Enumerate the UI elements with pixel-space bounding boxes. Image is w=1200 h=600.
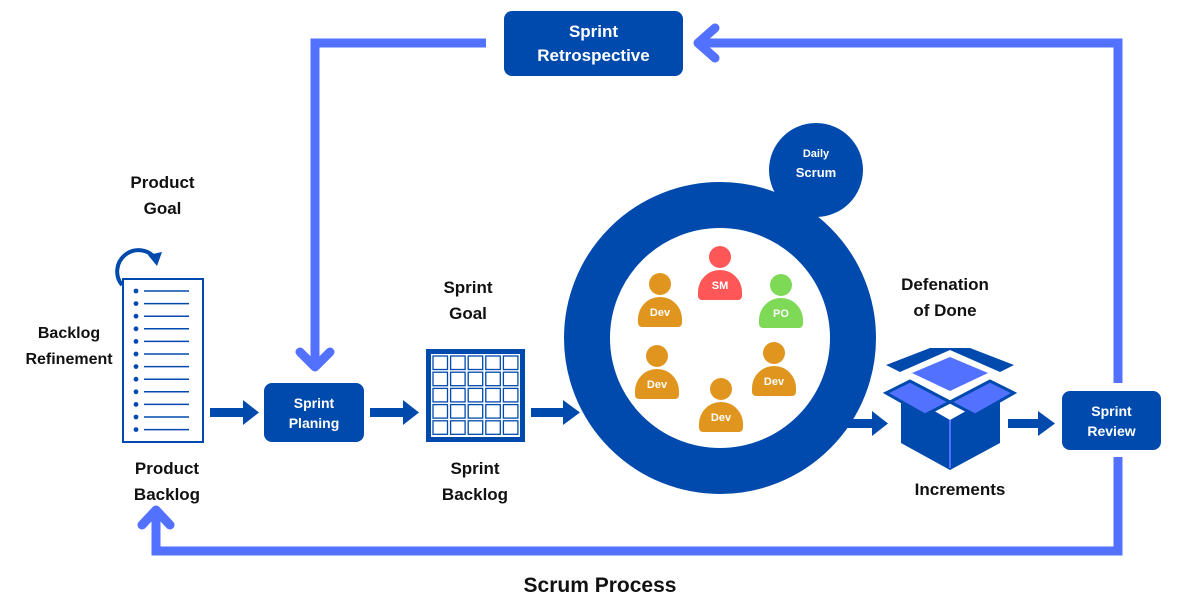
sprint-planning-box[interactable]: Sprint Planing [264,383,364,442]
bullet-mark [133,326,139,332]
bullet-mark [133,376,139,382]
circular-arrow-icon [115,248,162,287]
grid-cell [467,420,484,435]
grid-cell [432,403,449,419]
grid-cell [485,387,501,403]
bullet-mark [133,427,139,432]
grid-cell [485,403,501,419]
product-backlog-label: Product Backlog [133,459,201,504]
bullet-mark [133,288,139,294]
grid-cell [449,403,466,419]
review-to-retro-line [700,38,1123,383]
grid-cell [502,387,519,403]
diagram-title: Scrum Process [523,574,677,597]
arrow-increment-to-review [1008,411,1055,436]
grid-cell [432,420,449,435]
team-member-product-owner: PO [759,274,803,330]
person-icon [763,342,785,364]
grid-cell [502,371,519,387]
grid-cell [485,371,501,387]
daily-scrum-ring [564,182,876,494]
grid-cell [502,420,519,435]
team-member-developer: Dev [638,273,682,329]
sprint-backlog-label: Sprint Backlog [441,459,509,504]
increments-label: Increments [914,480,1006,499]
arrowhead-left [693,23,720,63]
grid-cell [467,355,484,371]
grid-cell [449,387,466,403]
sprint-retrospective-box[interactable]: Sprint Retrospective [504,11,683,76]
team-member-developer: Dev [635,345,679,401]
grid-cell [449,355,466,371]
definition-of-done-label: Defenation of Done [901,275,989,320]
bullet-mark [133,313,139,319]
person-icon [649,273,671,295]
arrow-daily-to-increment [842,411,888,436]
backlog-refinement-label: Backlog Refinement [25,325,113,368]
arrow-planning-to-sprint-backlog [370,400,419,425]
grid-cell [449,371,466,387]
review-to-backlog-line [151,457,1123,556]
daily-scrum-label: Daily Scrum [795,148,837,180]
grid-cell [432,355,449,371]
grid-cell [467,387,484,403]
team-member-developer: Dev [699,378,743,434]
arrowhead-down [295,347,335,372]
team-member-developer: Dev [752,342,796,398]
retro-to-planning-line [310,38,486,368]
grid-cell [432,387,449,403]
open-box-icon [882,348,1018,470]
grid-cell [467,403,484,419]
arrowhead-up [137,505,175,530]
product-goal-label: Product Goal [130,173,195,218]
grid-board-icon [426,349,525,442]
grid-cell [449,420,466,435]
person-icon [709,246,731,268]
bullet-mark [133,402,139,407]
bullet-mark [133,414,139,420]
bullet-mark [133,351,139,357]
bullet-mark [133,339,139,344]
bullet-mark [133,364,139,369]
sprint-review-box[interactable]: Sprint Review [1062,391,1161,450]
person-icon [710,378,732,400]
arrow-sprint-backlog-to-daily [531,400,580,425]
person-icon [770,274,792,296]
sprint-goal-label: Sprint Goal [443,278,493,323]
grid-cell [502,403,519,419]
document-list-icon [122,278,204,443]
daily-scrum-bubble [769,123,863,217]
arrow-backlog-to-planning [210,400,259,425]
bullet-mark [133,301,139,306]
bullet-mark [133,389,139,395]
grid-cell [467,371,484,387]
team-member-scrum-master: SM [698,246,742,302]
grid-cell [485,355,501,371]
grid-cell [485,420,501,435]
grid-cell [432,371,449,387]
grid-cell [502,355,519,371]
person-icon [646,345,668,367]
